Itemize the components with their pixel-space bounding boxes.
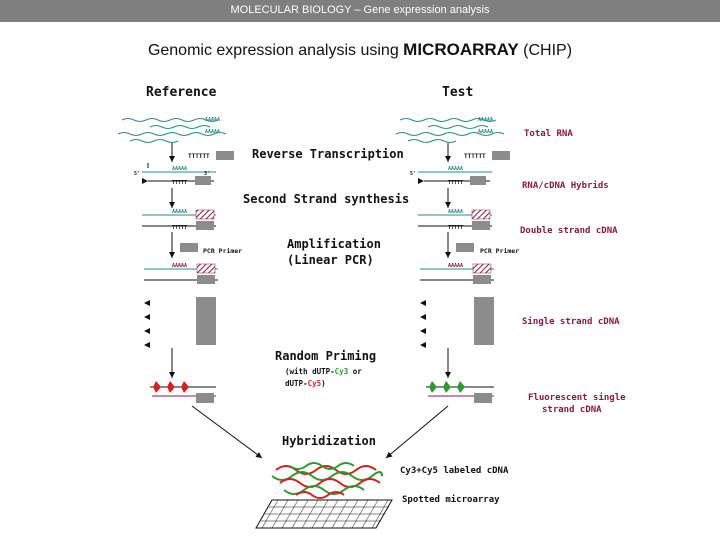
polyA-label: AAAAA xyxy=(448,209,463,215)
polyT-label: TTTTT xyxy=(172,225,187,231)
test-rna-strands xyxy=(395,118,505,143)
primer-block xyxy=(216,151,234,160)
strand-block xyxy=(196,297,216,345)
fluorescent-label-1: Fluorescent single xyxy=(528,392,626,403)
with-label-line1: (with dUTP-Cy3 or xyxy=(285,367,362,376)
breadcrumb: MOLECULAR BIOLOGY – Gene expression anal… xyxy=(230,4,490,16)
primer-block xyxy=(196,221,214,230)
second-strand-label: Second Strand synthesis xyxy=(243,192,409,206)
primer-block xyxy=(456,243,474,252)
double-strand-label: Double strand cDNA xyxy=(520,226,618,236)
reference-column: AAAAA AAAAA TTTTTT 5' AAAAA 3' TTTTT AAA… xyxy=(117,117,242,403)
hatched-block xyxy=(472,263,492,274)
fluorescent-label-2: strand cDNA xyxy=(542,405,602,415)
reference-label: Reference xyxy=(146,85,217,100)
cy5-markers xyxy=(153,381,189,393)
linear-pcr-label: (Linear PCR) xyxy=(287,253,374,267)
five-prime: 5' xyxy=(134,171,140,177)
pcr-primer-label: PCR Primer xyxy=(480,247,519,255)
title-prefix: Genomic expression analysis using xyxy=(147,42,404,59)
hatched-block xyxy=(471,209,491,220)
arrow-stack xyxy=(144,300,150,348)
polyA-label: AAAAA xyxy=(448,263,463,269)
title-suffix: (CHIP) xyxy=(518,42,573,59)
polyA-label: AAAAA xyxy=(172,166,187,172)
polyA-label: AAAAA xyxy=(448,166,463,172)
polyA-label: AAAAA xyxy=(172,263,187,269)
top-bar: MOLECULAR BIOLOGY – Gene expression anal… xyxy=(0,0,720,22)
primer-block xyxy=(197,275,215,284)
primer-block xyxy=(473,275,491,284)
test-column: AAAAA AAAAA TTTTTT 5' AAAAA TTTTT AAAAA … xyxy=(395,117,519,403)
reverse-transcription-label: Reverse Transcription xyxy=(252,147,404,161)
hybridization-label: Hybridization xyxy=(282,434,376,448)
polyT-label: TTTTTT xyxy=(188,153,210,160)
single-strand-label: Single strand cDNA xyxy=(522,316,620,327)
spotted-microarray-label: Spotted microarray xyxy=(402,494,500,505)
strand-block xyxy=(474,393,492,403)
labeled-cdna-label: Cy3+Cy5 labeled cDNA xyxy=(400,466,509,476)
polyT-label: TTTTT xyxy=(448,180,463,186)
reference-rna-strands xyxy=(117,118,227,143)
strand-block xyxy=(474,297,494,345)
polyT-label: TTTTT xyxy=(448,225,463,231)
polyA-label: AAAAA xyxy=(478,129,493,135)
random-priming-label: Random Priming xyxy=(275,349,376,363)
title-bold: MICROARRAY xyxy=(403,40,519,59)
cy3-markers xyxy=(429,381,465,393)
microarray-slide xyxy=(255,499,393,529)
test-label: Test xyxy=(442,85,473,100)
five-prime: 5' xyxy=(410,171,416,177)
primer-block xyxy=(472,221,490,230)
pcr-primer-label: PCR Primer xyxy=(203,247,242,255)
hatched-block xyxy=(196,263,216,274)
with-label-line2: dUTP-Cy5) xyxy=(285,379,326,388)
hatched-block xyxy=(195,209,215,220)
primer-block xyxy=(492,151,510,160)
arrow-stack xyxy=(420,300,426,348)
polyA-label: AAAAA xyxy=(172,209,187,215)
three-prime: 3' xyxy=(204,171,210,177)
polyT-label: TTTTTT xyxy=(464,153,486,160)
primer-block xyxy=(195,176,211,185)
amplification-label: Amplification xyxy=(287,237,381,251)
polyA-label: AAAAA xyxy=(205,117,220,123)
primer-block xyxy=(180,243,198,252)
polyA-label: AAAAA xyxy=(205,129,220,135)
polyT-label: TTTTT xyxy=(172,180,187,186)
page-title: Genomic expression analysis using MICROA… xyxy=(0,40,720,60)
hybridized-strands xyxy=(271,462,383,499)
polyA-label: AAAAA xyxy=(478,117,493,123)
total-rna-label: Total RNA xyxy=(524,129,573,139)
primer-block xyxy=(470,176,486,185)
strand-block xyxy=(196,393,214,403)
hybrids-label: RNA/cDNA Hybrids xyxy=(522,180,609,191)
